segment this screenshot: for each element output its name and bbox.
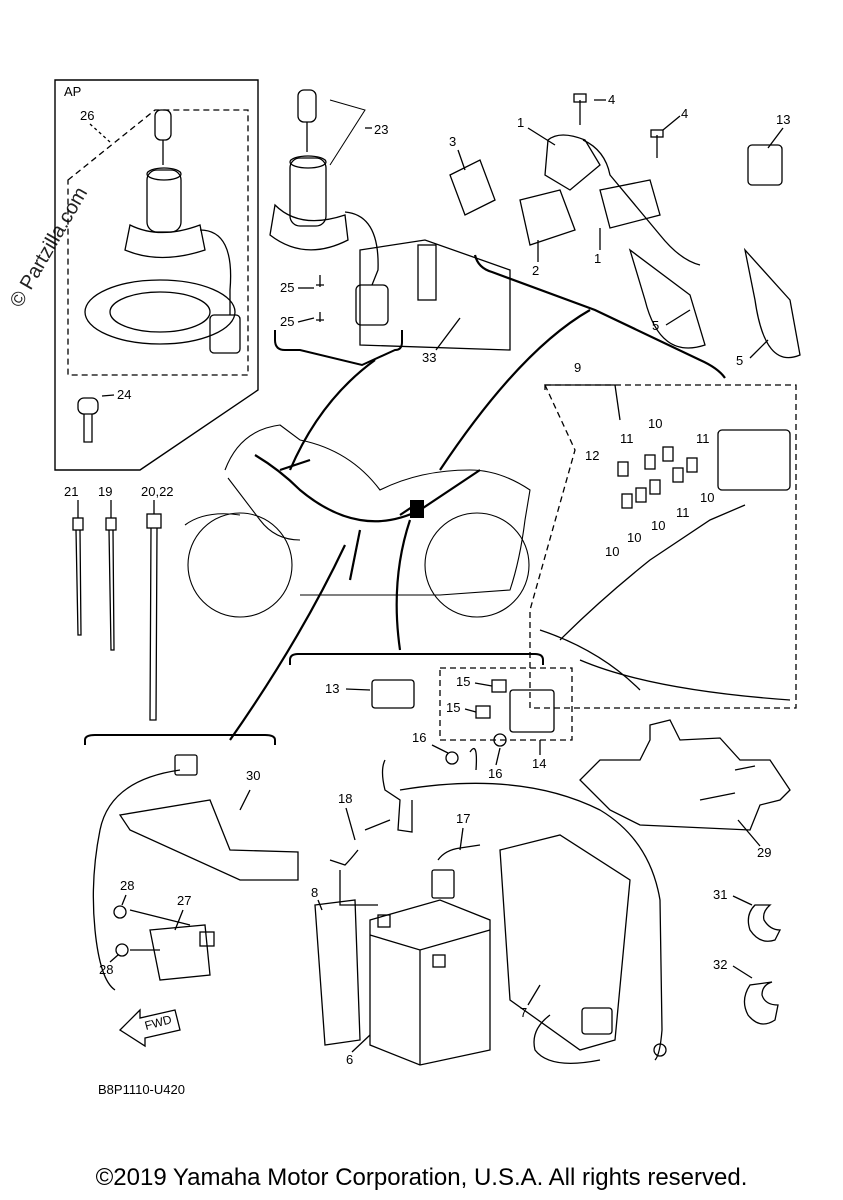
callout-3: 3	[449, 134, 456, 149]
callout-6: 6	[346, 1052, 353, 1067]
fwd-label: FWD	[143, 1012, 173, 1033]
callout-8: 8	[311, 885, 318, 900]
callout-20-22: 20,22	[141, 484, 174, 499]
callout-23: 23	[374, 122, 388, 137]
callout-15b: 15	[446, 700, 460, 715]
callout-5b: 5	[736, 353, 743, 368]
callout-11b: 11	[696, 431, 710, 446]
callout-14: 14	[532, 756, 546, 771]
fwd-arrow-icon: FWD	[118, 1008, 181, 1048]
fuse-box-detail	[529, 384, 797, 709]
clamp-31	[747, 904, 782, 942]
ignition-switch-kit	[84, 109, 241, 354]
cable-ties	[72, 513, 162, 721]
callout-10d: 10	[627, 530, 641, 545]
callout-17: 17	[456, 811, 470, 826]
battery-group	[314, 759, 667, 1066]
callout-13b: 13	[325, 681, 339, 696]
callout-32: 32	[713, 957, 727, 972]
callout-10c: 10	[651, 518, 665, 533]
motorcycle-outline	[184, 424, 531, 618]
callout-24: 24	[117, 387, 131, 402]
callout-1b: 1	[594, 251, 601, 266]
callout-7: 7	[520, 1005, 527, 1020]
ap-kit-box: AP	[54, 79, 259, 471]
callout-9: 9	[574, 360, 581, 375]
callout-18: 18	[338, 791, 352, 806]
callout-15a: 15	[456, 674, 470, 689]
callout-10e: 10	[605, 544, 619, 559]
callout-12: 12	[585, 448, 599, 463]
callout-1a: 1	[517, 115, 524, 130]
callout-25b: 25	[280, 314, 294, 329]
callout-4b: 4	[681, 106, 688, 121]
callout-26: 26	[80, 108, 94, 123]
callout-16b: 16	[488, 766, 502, 781]
ignition-coil-group	[449, 93, 801, 379]
callout-16a: 16	[412, 730, 426, 745]
callout-4a: 4	[608, 92, 615, 107]
callout-11c: 11	[676, 505, 690, 520]
battery-tray	[579, 719, 791, 831]
key-24	[77, 397, 99, 443]
clamp-32	[743, 981, 779, 1025]
ap-label: AP	[64, 84, 81, 99]
callout-31: 31	[713, 887, 727, 902]
wire-harness-main	[254, 454, 481, 581]
callout-19: 19	[98, 484, 112, 499]
relay-group	[371, 667, 573, 771]
callout-27: 27	[177, 893, 191, 908]
sensor-group	[92, 754, 299, 991]
callout-10b: 10	[700, 490, 714, 505]
callout-30: 30	[246, 768, 260, 783]
callout-28b: 28	[99, 962, 113, 977]
main-switch-group	[269, 89, 511, 367]
callout-5a: 5	[652, 318, 659, 333]
callout-11a: 11	[620, 431, 634, 446]
callout-21: 21	[64, 484, 78, 499]
callout-13a: 13	[776, 112, 790, 127]
callout-29: 29	[757, 845, 771, 860]
callout-33: 33	[422, 350, 436, 365]
callout-2: 2	[532, 263, 539, 278]
diagram-code: B8P1110-U420	[98, 1082, 185, 1097]
callout-10a: 10	[648, 416, 662, 431]
copyright-footer: ©2019 Yamaha Motor Corporation, U.S.A. A…	[95, 1164, 748, 1191]
callout-28a: 28	[120, 878, 134, 893]
callout-25a: 25	[280, 280, 294, 295]
